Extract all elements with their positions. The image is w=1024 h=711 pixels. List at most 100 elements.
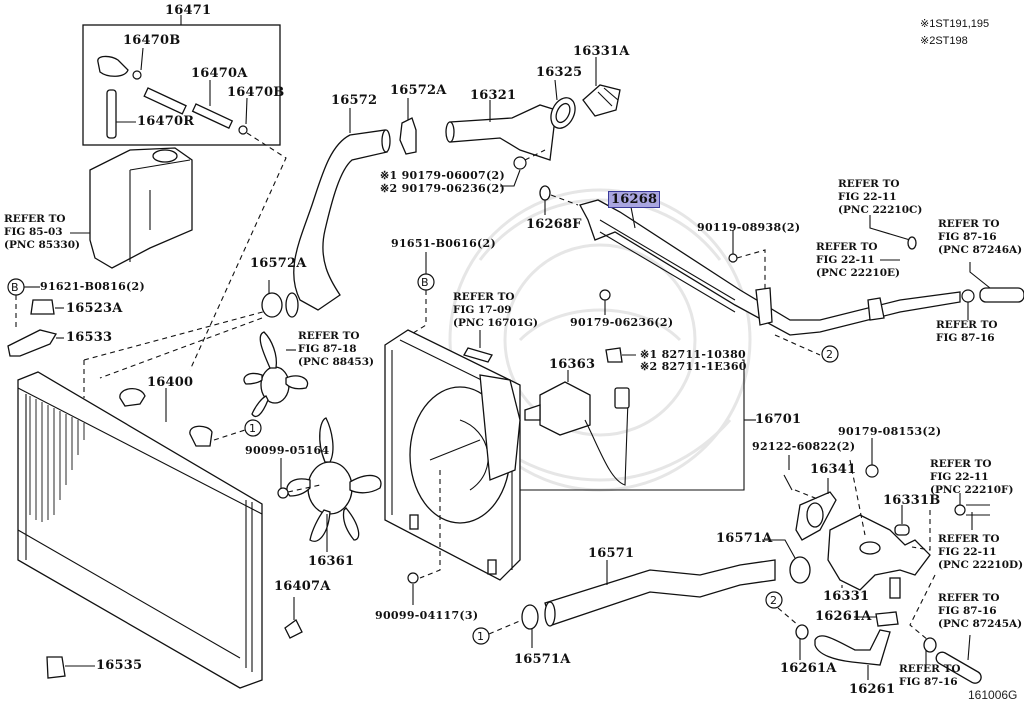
part-label-90099-05164[interactable]: 90099-05164: [245, 444, 330, 457]
ref-fig-17-09[interactable]: REFER TO FIG 17-09 (PNC 16701G): [453, 291, 538, 329]
nut-90179-06236: [599, 289, 611, 301]
connector-82711: [605, 347, 623, 363]
part-label-16572A-mid[interactable]: 16572A: [250, 256, 307, 271]
part-label-16470A[interactable]: 16470A: [191, 66, 248, 81]
water-outlet-16331: [827, 514, 931, 599]
part-label-16261[interactable]: 16261: [849, 682, 896, 697]
lower-hose-16571: [544, 559, 776, 626]
part-label-16341[interactable]: 16341: [810, 462, 857, 477]
part-label-16331B[interactable]: 16331B: [883, 493, 941, 508]
clamp-16572A-mid: [261, 292, 283, 318]
bracket-16533: [7, 329, 58, 357]
label-ref-17-09: [463, 347, 493, 363]
part-label-90119-08938[interactable]: 90119-08938(2): [697, 221, 801, 234]
part-label-16268-highlighted[interactable]: 16268: [608, 191, 661, 208]
plug-16331B: [894, 524, 910, 536]
clamp-16572A-top: [399, 117, 417, 155]
part-label-16571A-right[interactable]: 16571A: [716, 531, 773, 546]
marker-1-radiator: 1: [249, 422, 256, 435]
part-label-16321[interactable]: 16321: [470, 88, 517, 103]
nut-90179: [513, 156, 527, 170]
clamp-16571A-right: [789, 556, 811, 584]
part-label-16325[interactable]: 16325: [536, 65, 583, 80]
reservoir-cap-icon: [97, 55, 129, 77]
part-label-16331[interactable]: 16331: [823, 589, 870, 604]
ref-fig-22-11-22210D[interactable]: REFER TO FIG 22-11 (PNC 22210D): [938, 533, 1024, 571]
part-label-16363[interactable]: 16363: [549, 357, 596, 372]
hose-16261: [814, 629, 891, 666]
marker-2-pipe: 2: [826, 348, 833, 361]
cushion-16535: [46, 656, 66, 679]
marker-1-hose: 1: [477, 630, 484, 643]
ref-fig-87-16-d[interactable]: REFER TO FIG 87-16: [899, 663, 961, 688]
part-label-16361[interactable]: 16361: [308, 554, 355, 569]
ref-fig-22-11-22210F[interactable]: REFER TO FIG 22-11 (PNC 22210F): [930, 458, 1014, 496]
part-label-92122-60822[interactable]: 92122-60822(2): [752, 440, 856, 453]
radiator-16400: [17, 371, 263, 689]
ref-fig-87-16-87245A[interactable]: REFER TO FIG 87-16 (PNC 87245A): [938, 592, 1023, 630]
ref-fig-22-11-22210C[interactable]: REFER TO FIG 22-11 (PNC 22210C): [838, 178, 923, 216]
part-label-16535[interactable]: 16535: [96, 658, 143, 673]
part-label-82711-10380[interactable]: ※1 82711-10380: [640, 348, 747, 361]
part-label-16701[interactable]: 16701: [755, 412, 802, 427]
part-label-90179-06007[interactable]: ※1 90179-06007(2): [380, 169, 505, 182]
cushion-16523A: [30, 299, 55, 315]
ref-fig-87-16-87246A[interactable]: REFER TO FIG 87-16 (PNC 87246A): [938, 218, 1023, 256]
part-label-90179-08153[interactable]: 90179-08153(2): [838, 425, 942, 438]
part-label-16571A-bottom[interactable]: 16571A: [514, 652, 571, 667]
overflow-tube-16470R: [106, 89, 117, 139]
ref-fig-85-03[interactable]: REFER TO FIG 85-03 (PNC 85330): [4, 213, 80, 251]
part-label-16470B[interactable]: 16470B: [123, 33, 181, 48]
part-label-16572[interactable]: 16572: [331, 93, 378, 108]
part-label-16572A[interactable]: 16572A: [390, 83, 447, 98]
ref-fig-87-16-b[interactable]: REFER TO FIG 87-16: [936, 319, 998, 344]
bypass-pipe-16268: [579, 199, 1024, 336]
part-label-16471[interactable]: 16471: [165, 3, 212, 18]
part-label-16533[interactable]: 16533: [66, 330, 113, 345]
part-label-16470R[interactable]: 16470R: [137, 114, 195, 129]
part-label-90099-04117[interactable]: 90099-04117(3): [375, 609, 479, 622]
part-label-16400[interactable]: 16400: [147, 375, 194, 390]
part-label-16261A-top[interactable]: 16261A: [815, 609, 872, 624]
clip-16470B-b: [238, 125, 248, 135]
clip-16261A-top: [875, 611, 899, 627]
part-label-16331A[interactable]: 16331A: [573, 44, 630, 59]
part-label-91651[interactable]: 91651-B0616(2): [391, 237, 497, 250]
fan-blade-16361: [286, 417, 382, 542]
upper-hose-16572: [293, 129, 388, 311]
water-inlet-16321: [449, 104, 557, 161]
part-label-91621[interactable]: 91621-B0816(2): [40, 280, 146, 293]
part-label-90179-06236[interactable]: ※2 90179-06236(2): [380, 182, 505, 195]
clip-16470B-a: [132, 70, 142, 80]
reservoir-tank: [89, 147, 193, 269]
thermostat-16331A: [582, 84, 621, 117]
part-label-16470B-2[interactable]: 16470B: [227, 85, 285, 100]
figure-id: 161006G: [968, 688, 1018, 702]
ref-fig-22-11-22210E[interactable]: REFER TO FIG 22-11 (PNC 22210E): [816, 241, 900, 279]
part-label-16261A-bottom[interactable]: 16261A: [780, 661, 837, 676]
footnote-1: ※1ST191,195: [920, 18, 990, 30]
part-label-16523A[interactable]: 16523A: [66, 301, 123, 316]
nut-90179-08153: [865, 464, 879, 478]
fan-shroud-16711: [384, 329, 521, 581]
bolt-90119: [728, 253, 738, 263]
ref-fig-87-18[interactable]: REFER TO FIG 87-18 (PNC 88453): [298, 330, 374, 368]
fan-motor-16363: [524, 381, 630, 486]
part-label-16407A[interactable]: 16407A: [274, 579, 331, 594]
part-label-82711-1E360[interactable]: ※2 82711-1E360: [640, 360, 747, 373]
clamp-16571A-bottom: [521, 604, 539, 630]
part-label-16571[interactable]: 16571: [588, 546, 635, 561]
nut-90099-05164: [277, 487, 289, 499]
marker-b-left: B: [11, 281, 19, 294]
marker-2-hose: 2: [770, 594, 777, 607]
footnote-2: ※2ST198: [920, 35, 968, 47]
clip-16261A-bottom: [795, 624, 809, 640]
marker-b-shroud: B: [421, 276, 429, 289]
drain-cock-16407A: [284, 619, 303, 639]
part-label-16268F[interactable]: 16268F: [526, 217, 582, 232]
part-label-90179-06236-b[interactable]: 90179-06236(2): [570, 316, 674, 329]
fan-motor-ref-87-18: [243, 331, 309, 418]
hose-ref-87245A: [935, 651, 982, 684]
